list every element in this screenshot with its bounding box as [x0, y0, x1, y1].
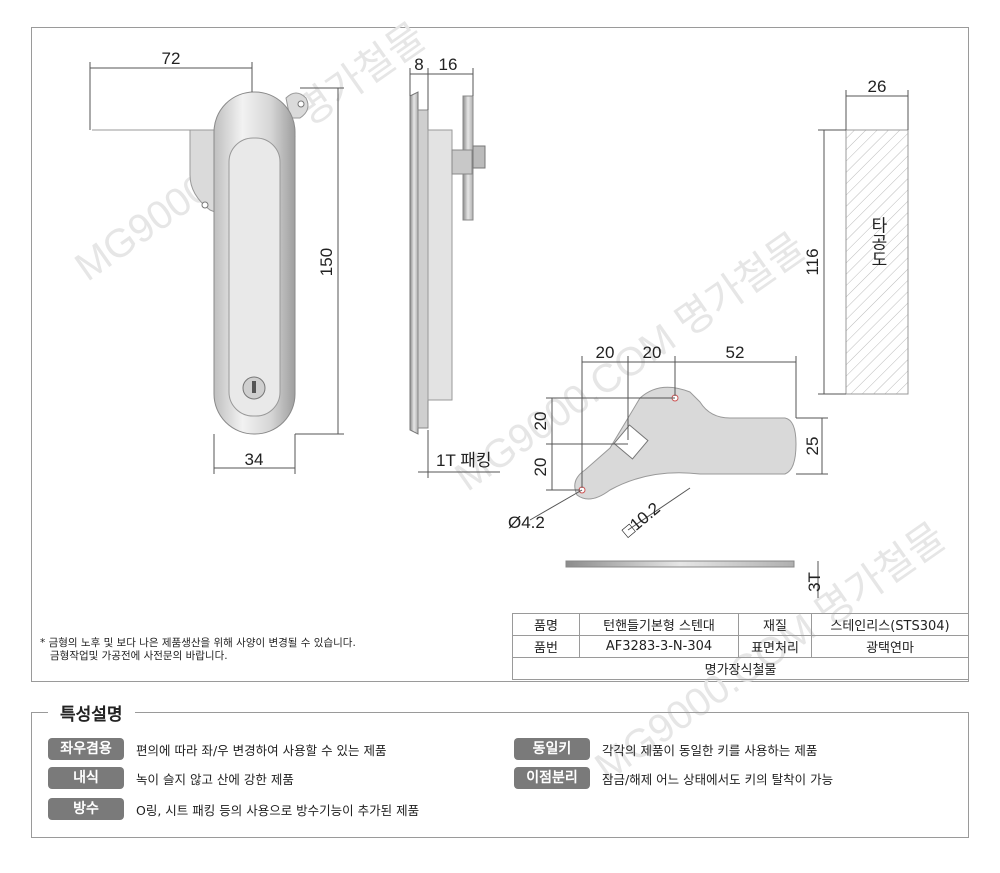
cutout-shape [845, 129, 909, 395]
side-nut [472, 145, 486, 169]
feature-item: 동일키 각각의 제품이 동일한 키를 사용하는 제품 [514, 738, 817, 760]
side-housing [427, 129, 453, 401]
side-bezel [417, 109, 429, 429]
feature-text: 녹이 슬지 않고 산에 강한 제품 [136, 771, 294, 787]
cam-plate-behind [92, 129, 216, 213]
side-handle [409, 91, 419, 435]
feature-item: 방수 O링, 시트 패킹 등의 사용으로 방수기능이 추가된 제품 [48, 798, 419, 820]
spec-name-value: 턴핸들기본형 스텐대 [579, 613, 739, 636]
note-line-2: 금형작업및 가공전에 사전문의 바랍니다. [50, 650, 228, 662]
feature-item: 이점분리 잠금/해제 어느 상태에서도 키의 탈착이 가능 [514, 767, 833, 789]
spec-maker: 명가장식철물 [512, 657, 969, 680]
dim-cam-y2: 20 [531, 458, 550, 477]
side-dimension-lines [409, 68, 500, 478]
dim-cam-x2: 20 [643, 343, 662, 362]
dim-cam-thickness: 3T [805, 572, 824, 592]
feature-badge: 방수 [48, 798, 124, 820]
dim-front-width-top: 72 [162, 49, 181, 68]
dim-cutout-height: 116 [803, 248, 822, 275]
feature-item: 좌우겸용 편의에 따라 좌/우 변경하여 사용할 수 있는 제품 [48, 738, 387, 760]
feature-badge: 이점분리 [514, 767, 590, 789]
mount-hole-top [297, 100, 305, 108]
features-title: 특성설명 [48, 700, 135, 725]
side-view: 8 16 1T 패킹 [409, 55, 500, 478]
dim-cam-x3: 52 [726, 343, 745, 362]
dim-side-gasket: 1T 패킹 [436, 451, 492, 470]
feature-badge: 좌우겸용 [48, 738, 124, 760]
table-row: 품명 턴핸들기본형 스텐대 재질 스테인리스(STS304) [512, 613, 969, 636]
spec-finish-label: 표면처리 [738, 635, 812, 658]
dim-cutout-width: 26 [868, 77, 887, 96]
mount-hole-side [201, 201, 209, 209]
front-view: 72 150 34 [89, 49, 344, 474]
dim-side-a: 8 [414, 55, 423, 74]
spec-part-value: AF3283-3-N-304 [579, 635, 739, 658]
side-shaft [451, 149, 473, 175]
cam-edge-view [565, 560, 795, 568]
dim-front-width-bottom: 34 [245, 450, 264, 469]
feature-text: 각각의 제품이 동일한 키를 사용하는 제품 [602, 742, 818, 758]
handle-lever [228, 137, 281, 417]
feature-text: 편의에 따라 좌/우 변경하여 사용할 수 있는 제품 [136, 742, 387, 758]
feature-item: 내식 녹이 슬지 않고 산에 강한 제품 [48, 767, 294, 789]
mount-tab-top [285, 92, 309, 119]
spec-material-value: 스테인리스(STS304) [811, 613, 969, 636]
spec-note: * 금형의 노후 및 보다 나은 제품생산을 위해 사양이 변경될 수 있습니다… [40, 637, 356, 663]
dim-front-height: 150 [317, 248, 336, 276]
spec-name-label: 품명 [512, 613, 580, 636]
feature-badge: 동일키 [514, 738, 590, 760]
feature-text: 잠금/해제 어느 상태에서도 키의 탈착이 가능 [602, 771, 834, 787]
spec-material-label: 재질 [738, 613, 812, 636]
features-box [31, 712, 969, 838]
cutout-label: 타공도 [867, 216, 887, 267]
drawing-frame [31, 27, 969, 682]
front-dimension-lines [89, 62, 344, 474]
cam-dimension-lines [529, 356, 828, 531]
dim-side-b: 16 [439, 55, 458, 74]
note-line-1: * 금형의 노후 및 보다 나은 제품생산을 위해 사양이 변경될 수 있습니다… [40, 637, 356, 649]
spec-finish-value: 광택연마 [811, 635, 969, 658]
dim-cam-y1: 20 [531, 412, 550, 431]
spec-table: 품명 턴핸들기본형 스텐대 재질 스테인리스(STS304) 품번 AF3283… [512, 613, 969, 680]
cam-square-hole [613, 424, 649, 460]
table-row: 명가장식철물 [512, 657, 969, 680]
feature-text: O링, 시트 패킹 등의 사용으로 방수기능이 추가된 제품 [136, 802, 420, 818]
dim-cam-hole: Ø4.2 [508, 513, 545, 532]
feature-badge: 내식 [48, 767, 124, 789]
table-row: 품번 AF3283-3-N-304 표면처리 광택연마 [512, 635, 969, 658]
cutout-view: 26 116 타공도 [803, 77, 909, 395]
dim-cam-right: 25 [803, 437, 822, 456]
cam-detail: 20 20 52 20 20 25 Ø4.2 □10.2 3T [508, 343, 828, 598]
spec-part-label: 품번 [512, 635, 580, 658]
cutout-dimension-lines [818, 90, 909, 395]
cam-plate [574, 386, 797, 500]
dim-cam-x1: 20 [596, 343, 615, 362]
dim-cam-square: □10.2 [618, 499, 663, 541]
keyhole-icon [252, 381, 256, 393]
